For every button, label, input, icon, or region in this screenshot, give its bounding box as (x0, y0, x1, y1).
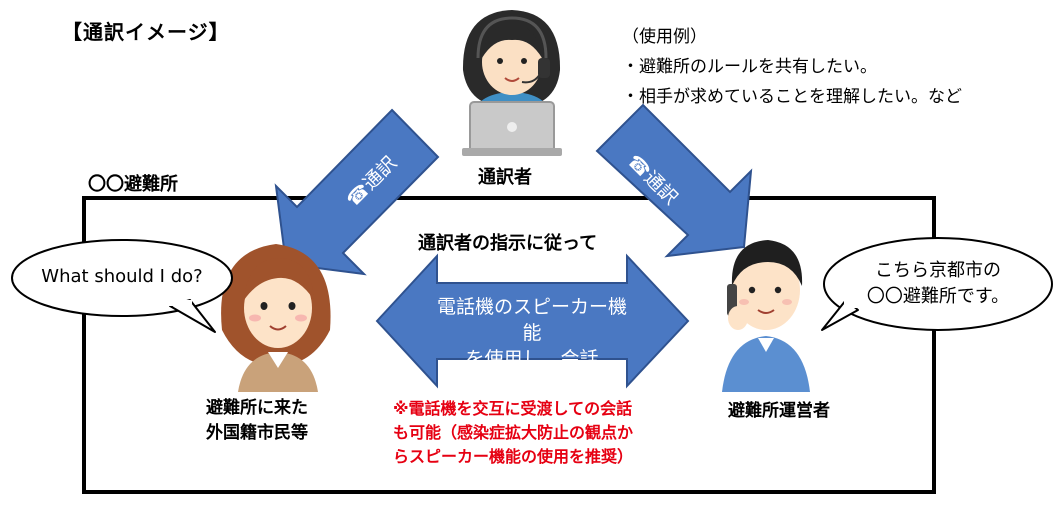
foreigner-label-line: 避難所に来た (206, 398, 308, 418)
speaker-note: ※電話機を交互に受渡しての会話 も可能（感染症拡大防止の観点か らスピーカー機能… (393, 397, 633, 469)
speaker-note-line: も可能（感染症拡大防止の観点か (393, 423, 634, 442)
operator-label: 避難所運営者 (728, 401, 830, 421)
left-interpret-arrow (274, 108, 440, 276)
phone-double-arrow (375, 253, 690, 389)
shelter-label: 〇〇避難所 (88, 174, 178, 195)
operator-speech-text: こちら京都市の 〇〇避難所です。 (832, 258, 1044, 310)
operator-speech-line: 〇〇避難所です。 (866, 286, 1010, 307)
usage-example-item: ・相手が求めていることを理解したい。など (622, 87, 962, 107)
usage-examples: （使用例） ・避難所のルールを共有したい。 ・相手が求めていることを理解したい。… (622, 22, 962, 112)
speaker-note-line: ※電話機を交互に受渡しての会話 (393, 399, 633, 418)
instruction-text: 通訳者の指示に従って (418, 233, 598, 254)
operator-speech-line: こちら京都市の (875, 260, 1001, 281)
operator-speech-bubble (821, 237, 1053, 331)
diagram-title: 【通訳イメージ】 (62, 20, 230, 44)
interpreter-label: 通訳者 (478, 167, 532, 188)
usage-examples-heading: （使用例） (622, 27, 707, 47)
foreigner-label-line: 外国籍市民等 (206, 423, 308, 443)
foreigner-speech-bubble (11, 239, 233, 333)
usage-example-item: ・避難所のルールを共有したい。 (622, 57, 877, 77)
operator-avatar (722, 240, 810, 392)
phone-arrow-line: を使用し，会話 (465, 348, 599, 370)
phone-arrow-text: 電話機のスピーカー機能 を使用し，会話 (437, 294, 627, 372)
foreigner-speech-text: What should I do? (41, 266, 203, 287)
phone-arrow-line: 電話機のスピーカー機能 (437, 296, 628, 344)
interpreter-avatar (462, 10, 562, 156)
foreigner-avatar (221, 244, 331, 392)
speaker-note-line: らスピーカー機能の使用を推奨） (393, 447, 634, 466)
foreigner-label: 避難所に来た 外国籍市民等 (206, 396, 308, 446)
shelter-frame (82, 196, 936, 494)
right-interpret-arrow (595, 103, 753, 258)
